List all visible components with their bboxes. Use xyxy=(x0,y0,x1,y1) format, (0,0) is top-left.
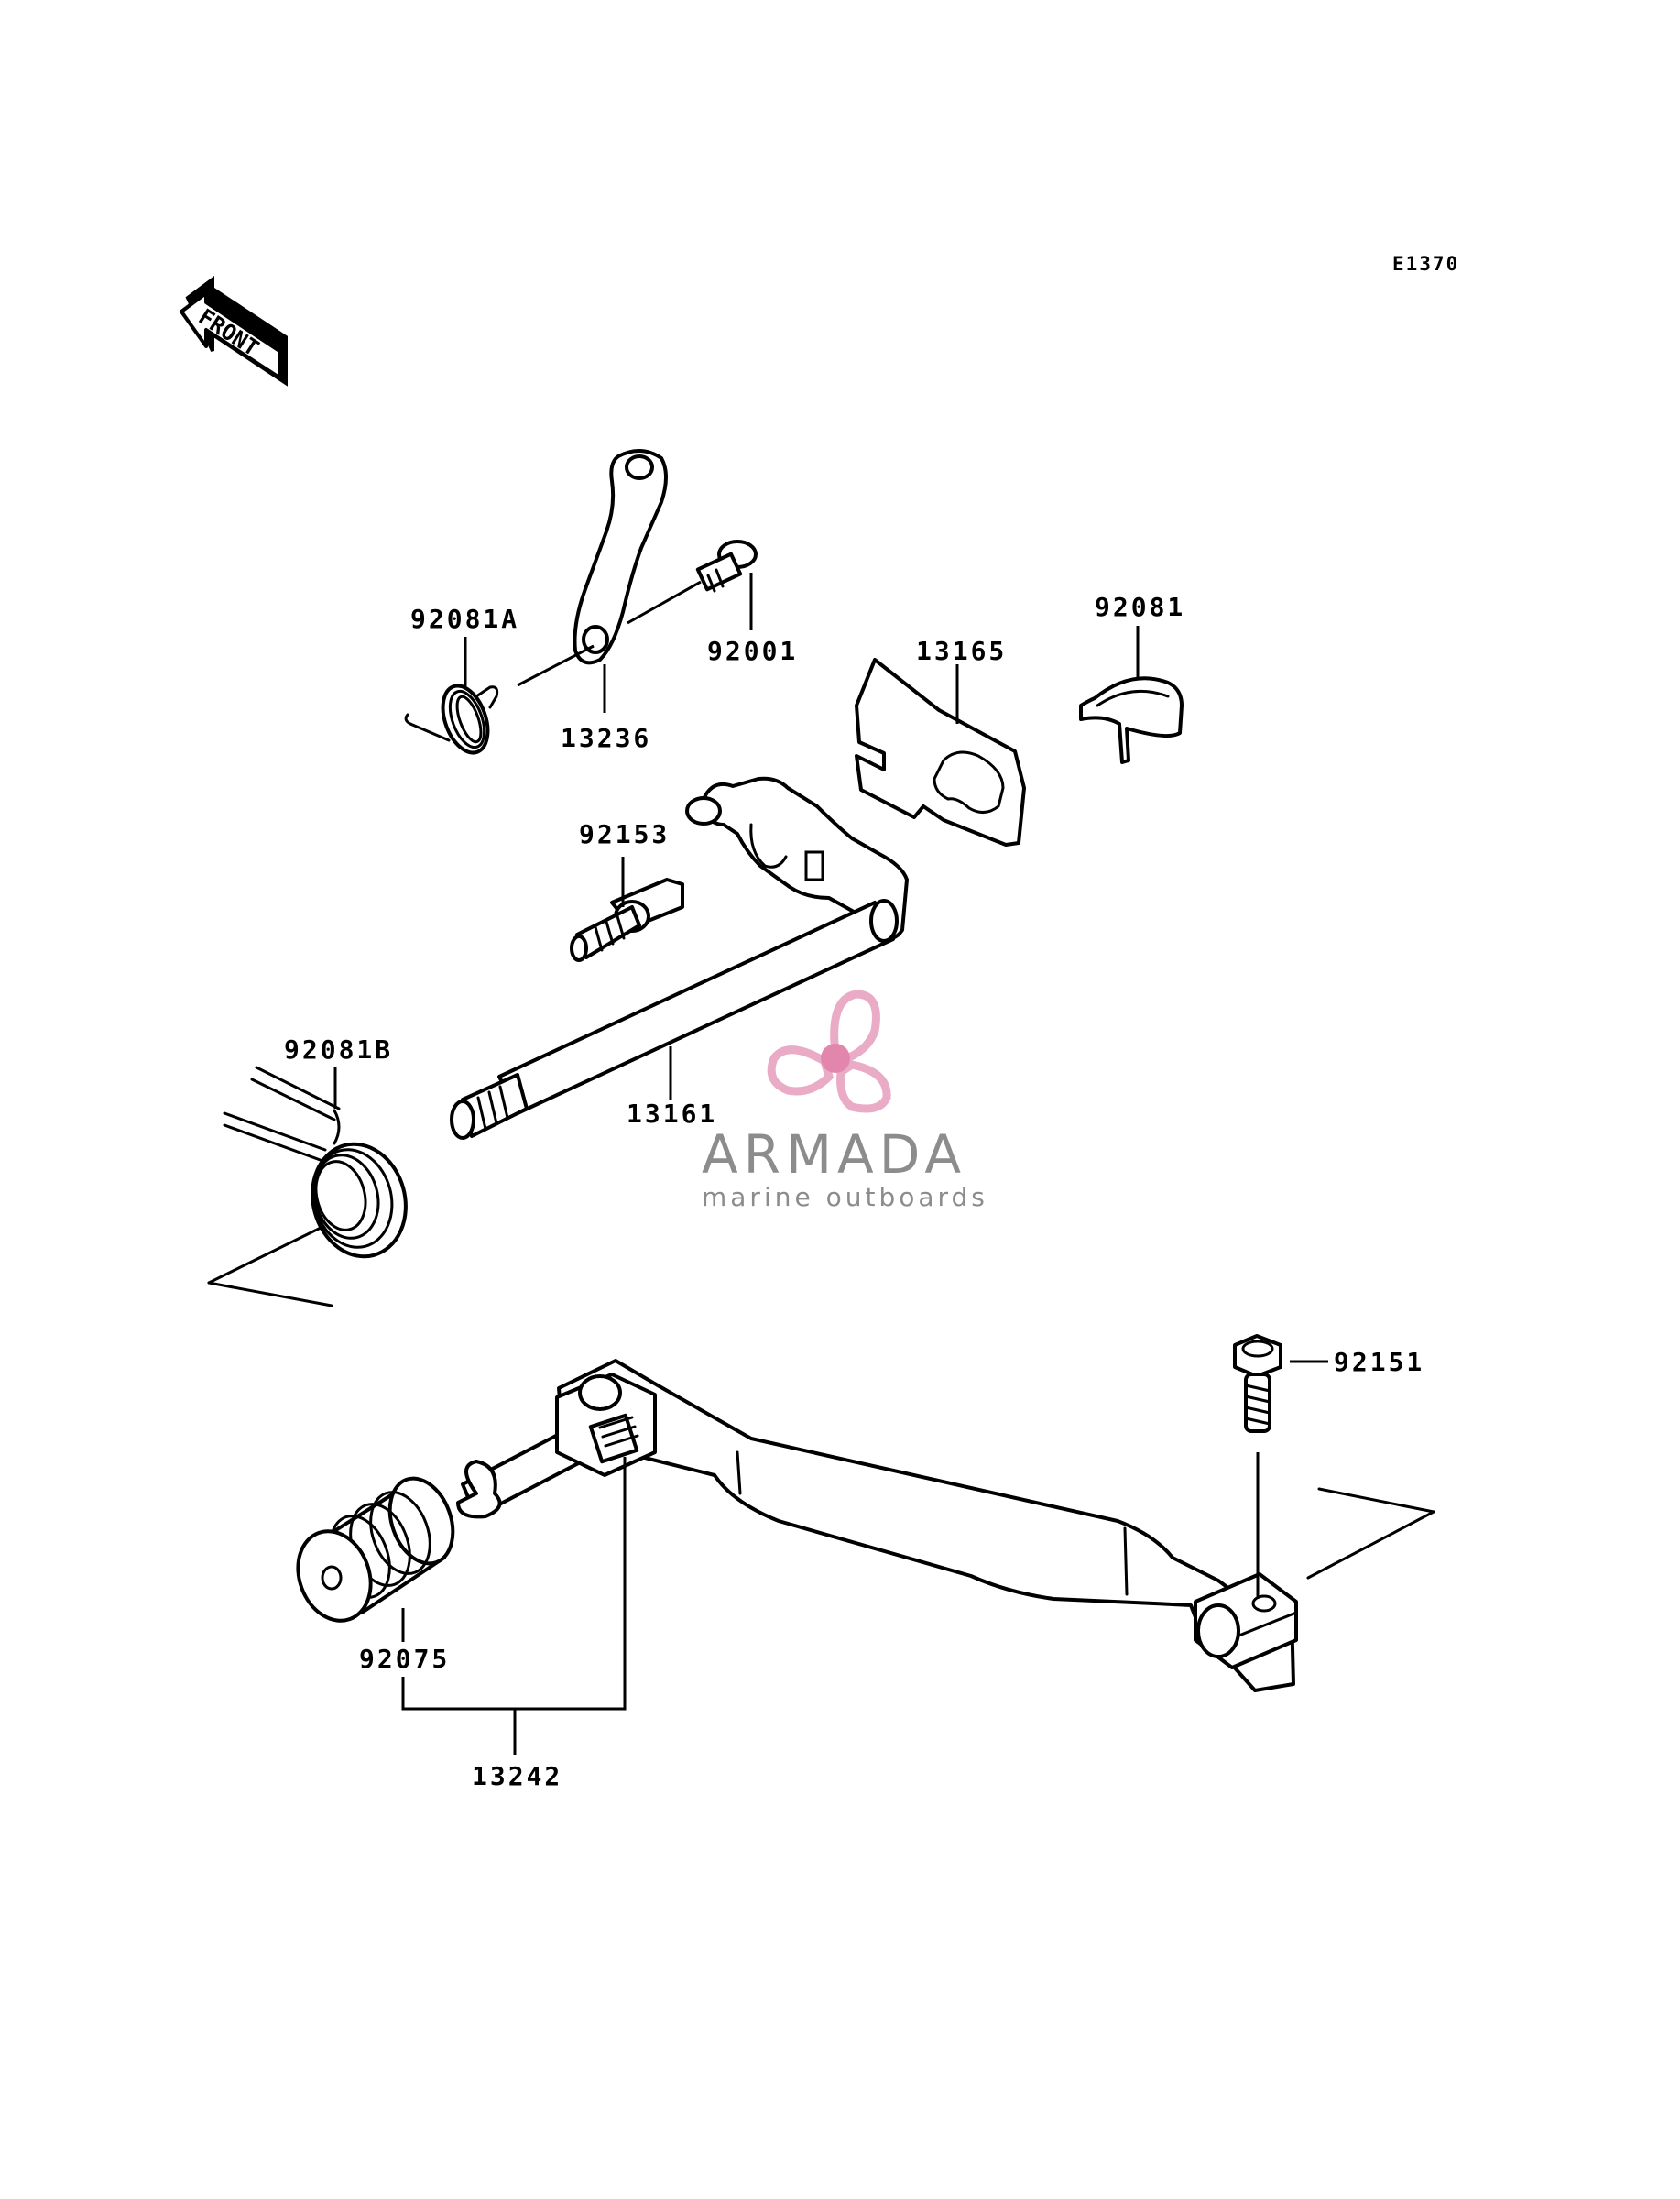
part-13242-lever xyxy=(456,1359,1435,1692)
part-92151-bolt xyxy=(1233,1334,1282,1433)
diagram-code: E1370 xyxy=(1392,253,1459,275)
part-92153-pin xyxy=(570,878,684,962)
callout-92153: 92153 xyxy=(579,819,670,849)
callout-13242: 13242 xyxy=(472,1761,562,1791)
part-13161-shaft xyxy=(450,776,909,1140)
front-arrow-icon: FRONT xyxy=(180,276,288,387)
part-92001-screw xyxy=(695,540,758,593)
part-13236-arm xyxy=(573,449,668,665)
part-92075-rubber xyxy=(296,1476,455,1623)
part-92081B-spring xyxy=(207,1066,408,1307)
callout-13161: 13161 xyxy=(627,1099,717,1129)
part-92081-clip xyxy=(1079,676,1184,764)
watermark-brand: ARMADA xyxy=(702,1123,966,1186)
callout-92001: 92001 xyxy=(707,636,798,666)
callout-92081B: 92081B xyxy=(284,1034,393,1065)
watermark-tagline: marine outboards xyxy=(702,1182,988,1212)
callout-92081A: 92081A xyxy=(410,604,519,634)
callout-92081: 92081 xyxy=(1095,592,1185,622)
part-92081A-spring xyxy=(404,684,499,755)
callout-13236: 13236 xyxy=(561,723,651,753)
propeller-logo-icon xyxy=(767,990,891,1113)
callout-92075: 92075 xyxy=(359,1644,450,1674)
part-13165-plate xyxy=(855,658,1026,847)
callout-13165: 13165 xyxy=(916,636,1007,666)
callout-92151: 92151 xyxy=(1334,1347,1424,1377)
